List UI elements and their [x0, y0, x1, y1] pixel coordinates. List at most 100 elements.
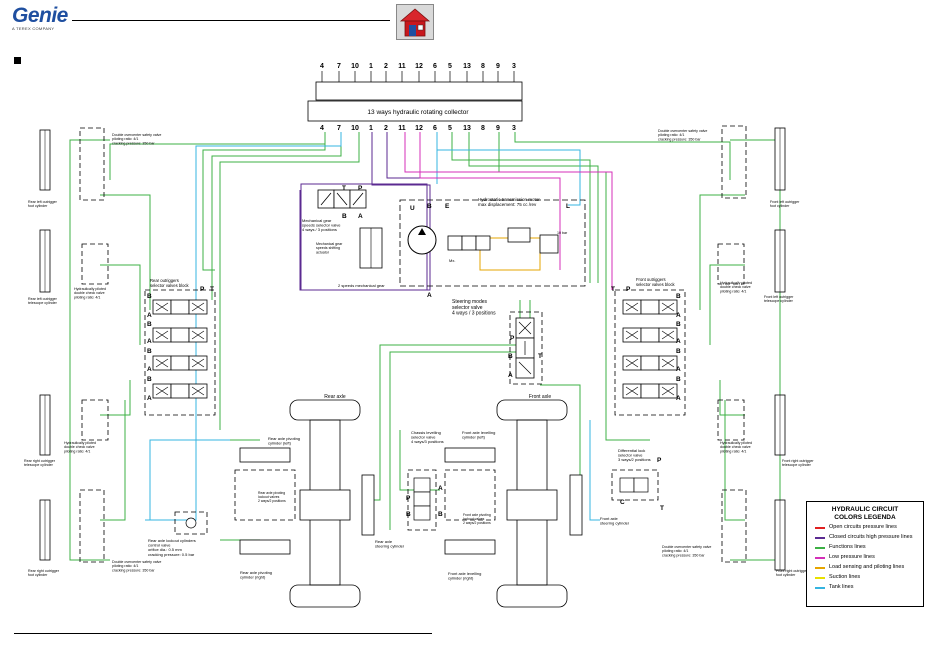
port-b: B	[406, 511, 411, 518]
motor-control-valve	[447, 227, 559, 254]
spool-arrows	[155, 358, 205, 368]
outrigger-valves-right	[717, 125, 747, 563]
genie-logo: Genie A TEREX COMPANY	[12, 5, 68, 31]
label-two-speeds: 2 speeds mechanical gear	[338, 283, 385, 288]
function-line	[69, 139, 110, 561]
tank-line	[436, 132, 581, 206]
port-a: A	[147, 395, 152, 402]
lockout-control-valve	[174, 511, 208, 535]
gear-actuator	[359, 227, 383, 269]
collector-bottom-port-label: 8	[481, 125, 485, 132]
legend-label: Suction lines	[829, 574, 861, 580]
port-p: P	[657, 457, 662, 464]
function-line	[468, 132, 599, 283]
collector-top-port-label: 9	[496, 63, 500, 70]
port-p: P	[358, 185, 363, 192]
collector-top-box	[315, 81, 523, 101]
valve-spool	[170, 383, 190, 399]
port-p: P	[200, 286, 205, 293]
outrigger-valves-left	[79, 127, 109, 563]
port-t: T	[660, 505, 664, 512]
section-bullet	[14, 57, 21, 64]
gear-selector-valve	[317, 189, 367, 209]
port-a: A	[147, 312, 152, 319]
port-a: A	[508, 372, 513, 379]
label-mx: Mx.	[449, 258, 455, 263]
function-line	[724, 400, 745, 521]
legend-label: Tank lines	[829, 584, 854, 590]
port-p: P	[626, 286, 631, 293]
function-line	[451, 132, 591, 283]
port-t: T	[210, 286, 214, 293]
port-b: B	[676, 321, 681, 328]
motor-box	[399, 199, 586, 287]
port-b: B	[676, 293, 681, 300]
outrigger-cylinders-right	[774, 127, 786, 571]
port-a: A	[427, 292, 432, 299]
spool-arrows	[625, 386, 675, 396]
function-line	[100, 400, 126, 521]
collector-top-port-label: 2	[384, 63, 388, 70]
port-p: P	[510, 335, 515, 342]
legend-item: Closed circuits high pressure lines	[815, 532, 923, 542]
spool-arrows	[155, 330, 205, 340]
collector-bottom-port-label: 2	[384, 125, 388, 132]
port-t: T	[538, 353, 542, 360]
home-button[interactable]	[396, 4, 434, 40]
legend-label: Functions lines	[829, 544, 866, 550]
legend-item: Low pressure lines	[815, 552, 923, 562]
valve-spool	[170, 299, 190, 315]
collector-top-port-label: 4	[320, 63, 324, 70]
collector-bottom-port-label: 5	[448, 125, 452, 132]
label-rear-axle: Rear axle	[324, 394, 346, 400]
home-icon	[399, 8, 431, 37]
valve-spool	[640, 327, 660, 343]
collector-bottom-port-label: 10	[351, 125, 359, 132]
header-rule	[72, 20, 390, 21]
collector-top-port-label: 13	[463, 63, 471, 70]
legend-item: Open circuits pressure lines	[815, 522, 923, 532]
legend-swatch	[815, 536, 825, 539]
collector-top-port-label: 5	[448, 63, 452, 70]
collector-top-port-label: 1	[369, 63, 373, 70]
port-a: A	[147, 338, 152, 345]
front-axle-assembly	[496, 399, 583, 608]
legend-swatch	[815, 556, 825, 559]
outrigger-cylinders-left	[39, 129, 51, 561]
legend-label: Closed circuits high pressure lines	[829, 534, 913, 540]
tank-line	[589, 420, 600, 521]
spool-arrows	[155, 302, 205, 312]
collector-top-port-label: 7	[337, 63, 341, 70]
legend-item: Load sensing and piloting lines	[815, 562, 923, 572]
function-line	[100, 264, 141, 345]
port-a: A	[147, 366, 152, 373]
collector-bottom-port-label: 13	[463, 125, 471, 132]
legend-swatch	[815, 566, 825, 569]
collector-bottom-port-label: 1	[369, 125, 373, 132]
collector-top-port-label: 11	[398, 63, 406, 70]
spool-arrows	[625, 302, 675, 312]
footer-rule	[14, 633, 432, 634]
port-a: A	[676, 395, 681, 402]
spool-arrows	[625, 330, 675, 340]
label-pressure-10bar: 10 bar	[557, 231, 568, 235]
valve-spool	[640, 383, 660, 399]
